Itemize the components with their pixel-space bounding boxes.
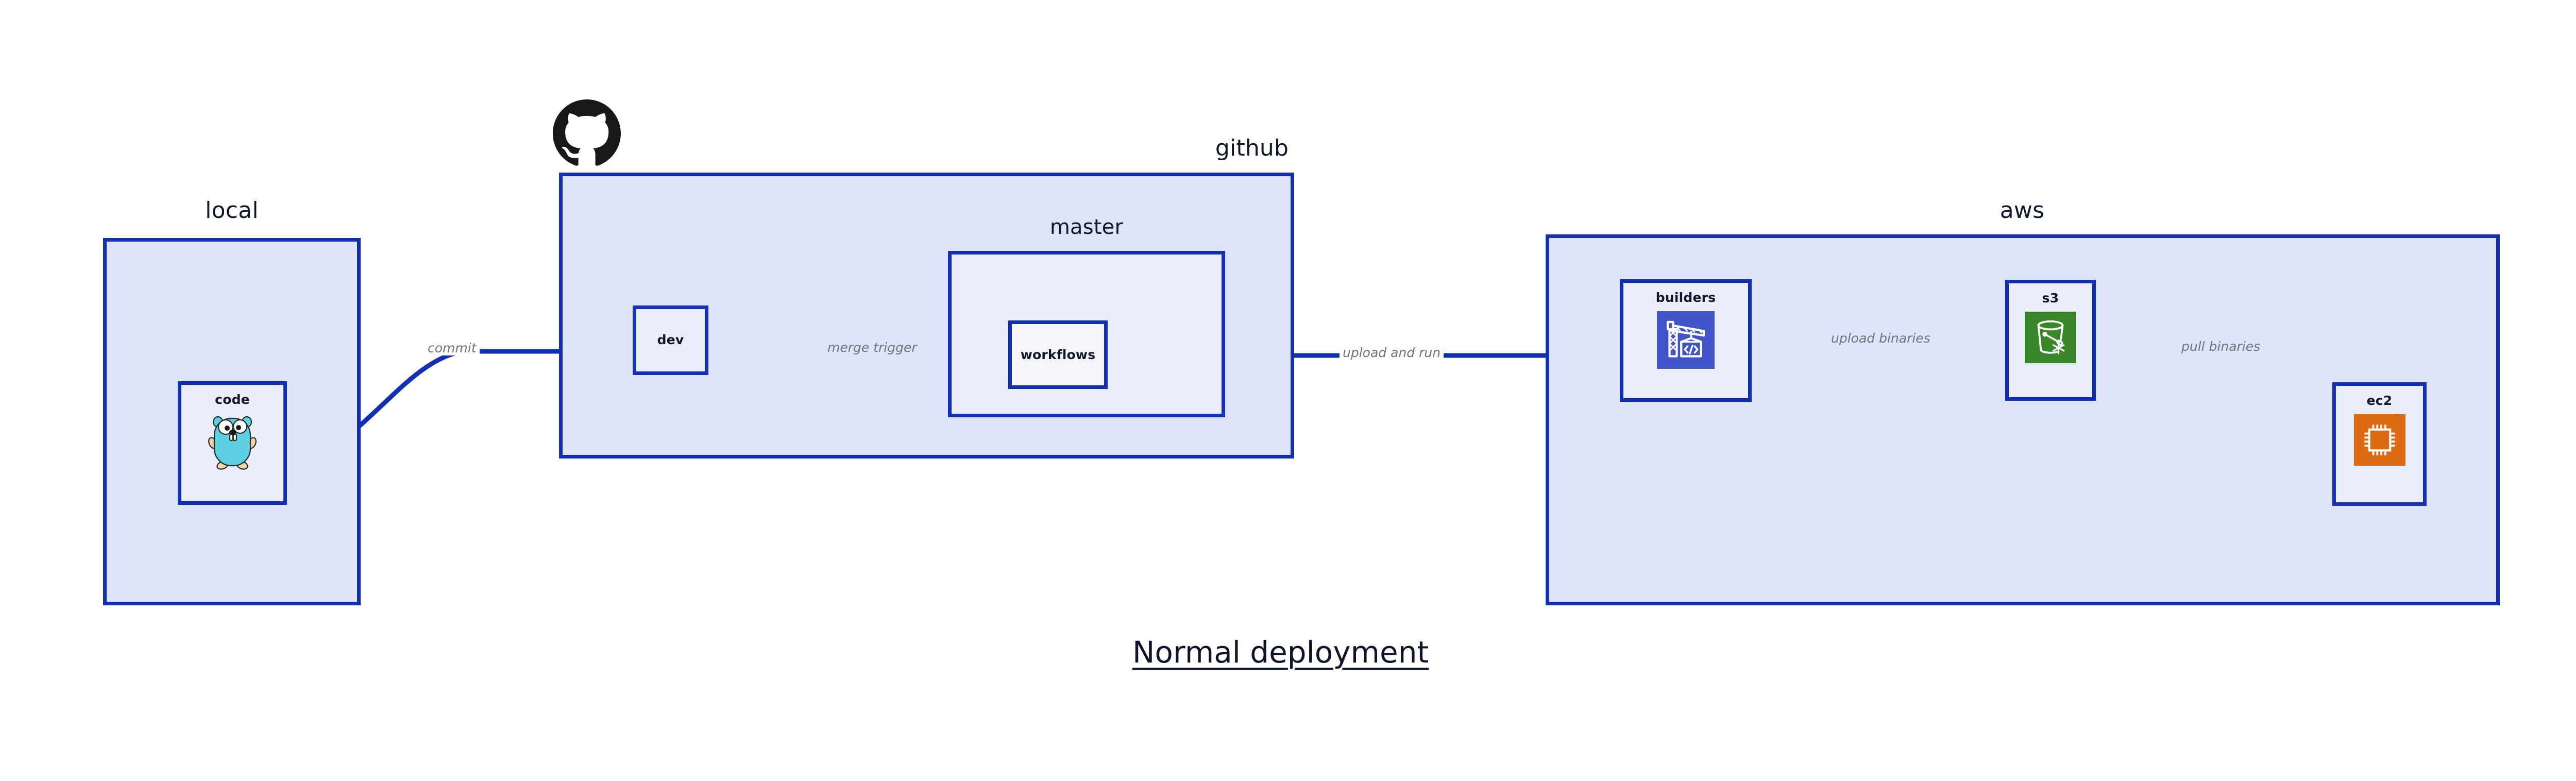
diagram-title: Normal deployment bbox=[1132, 635, 1429, 670]
node-label-ec2: ec2 bbox=[2366, 393, 2393, 408]
node-label-builders: builders bbox=[1655, 290, 1716, 305]
group-label-master: master bbox=[1049, 215, 1124, 239]
edge-label-upload-and-run: upload and run bbox=[1340, 345, 1444, 360]
github-octocat-logo bbox=[553, 99, 621, 167]
node-code[interactable]: code bbox=[178, 381, 287, 505]
node-dev[interactable]: dev bbox=[633, 305, 708, 375]
aws-s3-glacier-icon bbox=[2025, 312, 2076, 363]
edge-label-pull-binaries: pull binaries bbox=[2178, 339, 2264, 354]
group-label-aws: aws bbox=[1999, 197, 2045, 224]
node-label-workflows: workflows bbox=[1020, 347, 1096, 362]
edge-label-upload-binaries: upload binaries bbox=[1828, 331, 1934, 346]
aws-codebuild-icon bbox=[1657, 311, 1715, 369]
node-ec2[interactable]: ec2 bbox=[2332, 382, 2427, 506]
group-label-github: github bbox=[1215, 135, 1289, 161]
aws-ec2-icon bbox=[2353, 414, 2405, 466]
node-workflows[interactable]: workflows bbox=[1008, 320, 1108, 389]
edge-label-merge-trigger: merge trigger bbox=[824, 340, 920, 355]
node-builders[interactable]: builders bbox=[1620, 279, 1752, 402]
group-label-local: local bbox=[205, 197, 259, 224]
node-label-s3: s3 bbox=[2042, 291, 2059, 305]
go-gopher-icon bbox=[208, 413, 257, 470]
node-label-code: code bbox=[215, 392, 250, 407]
node-label-dev: dev bbox=[657, 332, 684, 347]
node-s3[interactable]: s3 bbox=[2005, 280, 2096, 401]
edge-label-commit: commit bbox=[425, 341, 480, 355]
